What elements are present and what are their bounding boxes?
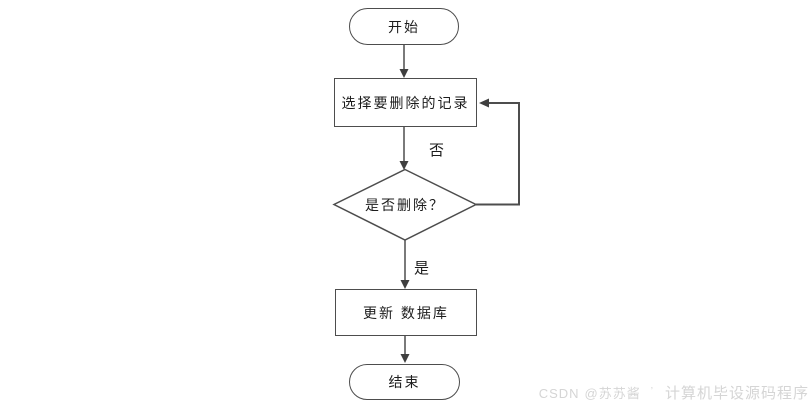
watermark-suffix: 计算机毕设源码程序	[664, 385, 809, 402]
flowchart-node-confirm-delete: 是否删除？	[335, 170, 475, 240]
watermark-brand: CSDN	[538, 386, 580, 401]
arrowhead-start-to-select	[399, 69, 409, 78]
edge-label-no: 否	[429, 142, 445, 159]
edge-no-loop	[476, 102, 520, 206]
node-update-database-label: 更新 数据库	[363, 304, 449, 321]
csdn-watermark: CSDN @苏苏酱 ’ 计算机毕设源码程序	[539, 382, 809, 403]
arrowhead-decision-to-update	[400, 280, 410, 289]
edge-label-yes: 是	[414, 260, 430, 277]
flowchart-node-select-record: 选择要删除的记录	[334, 78, 477, 127]
flowchart-node-start: 开始	[349, 8, 459, 45]
arrowhead-update-to-end	[400, 354, 410, 363]
arrowhead-select-to-decision	[399, 161, 409, 170]
node-end-label: 结束	[388, 374, 421, 390]
node-start-label: 开始	[388, 18, 420, 35]
flowchart-node-update-database: 更新 数据库	[335, 289, 477, 336]
watermark-separator-mark: ’	[650, 386, 653, 397]
watermark-username: @苏苏酱	[584, 386, 641, 401]
arrowhead-no-loop	[479, 98, 489, 108]
node-confirm-delete-label: 是否删除？	[365, 197, 445, 213]
node-select-record-label: 选择要删除的记录	[341, 94, 470, 111]
flowchart-node-end: 结束	[349, 364, 460, 400]
